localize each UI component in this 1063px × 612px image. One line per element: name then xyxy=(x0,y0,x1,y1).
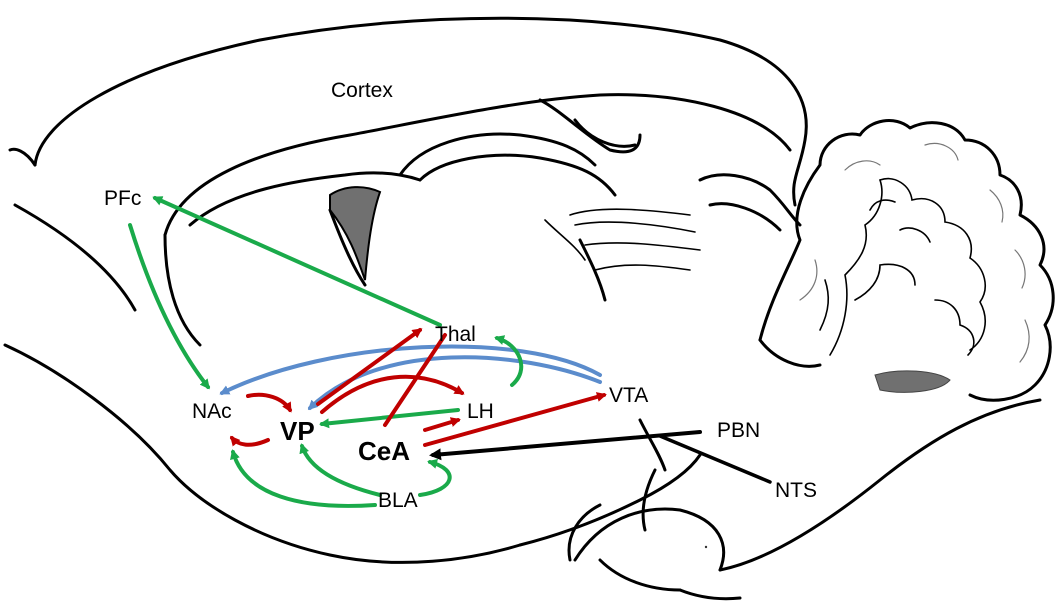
arrow-bla-to-cea xyxy=(420,462,450,495)
label-thal: Thal xyxy=(435,323,476,346)
label-bla: BLA xyxy=(378,489,418,512)
speck xyxy=(705,546,707,548)
label-nac: NAc xyxy=(192,400,232,423)
fourth-ventricle xyxy=(875,371,950,392)
arrow-vp-to-nac xyxy=(232,438,268,445)
label-nts: NTS xyxy=(775,479,817,502)
arrow-pfc-to-nac xyxy=(130,225,208,387)
label-pbn: PBN xyxy=(717,419,760,442)
label-vp: VP xyxy=(280,416,315,446)
arrow-nac-to-vp xyxy=(248,395,290,410)
arrow-cea-to-lh xyxy=(425,420,458,430)
label-pfc: PFc xyxy=(104,187,141,210)
arrow-vta-to-vp xyxy=(310,357,600,408)
label-vta: VTA xyxy=(609,384,648,407)
region-labels: Cortex PFc Thal NAc VP LH VTA CeA BLA PB… xyxy=(104,79,817,512)
line-nts-to-pbn xyxy=(660,436,770,482)
arrow-bla-to-nac xyxy=(233,452,375,506)
label-cortex: Cortex xyxy=(331,79,393,102)
label-lh: LH xyxy=(467,400,494,423)
arrow-thal-to-pfc xyxy=(155,198,440,325)
pathway-arrows xyxy=(130,198,770,548)
label-cea: CeA xyxy=(358,436,410,466)
cerebellum xyxy=(760,121,1053,401)
